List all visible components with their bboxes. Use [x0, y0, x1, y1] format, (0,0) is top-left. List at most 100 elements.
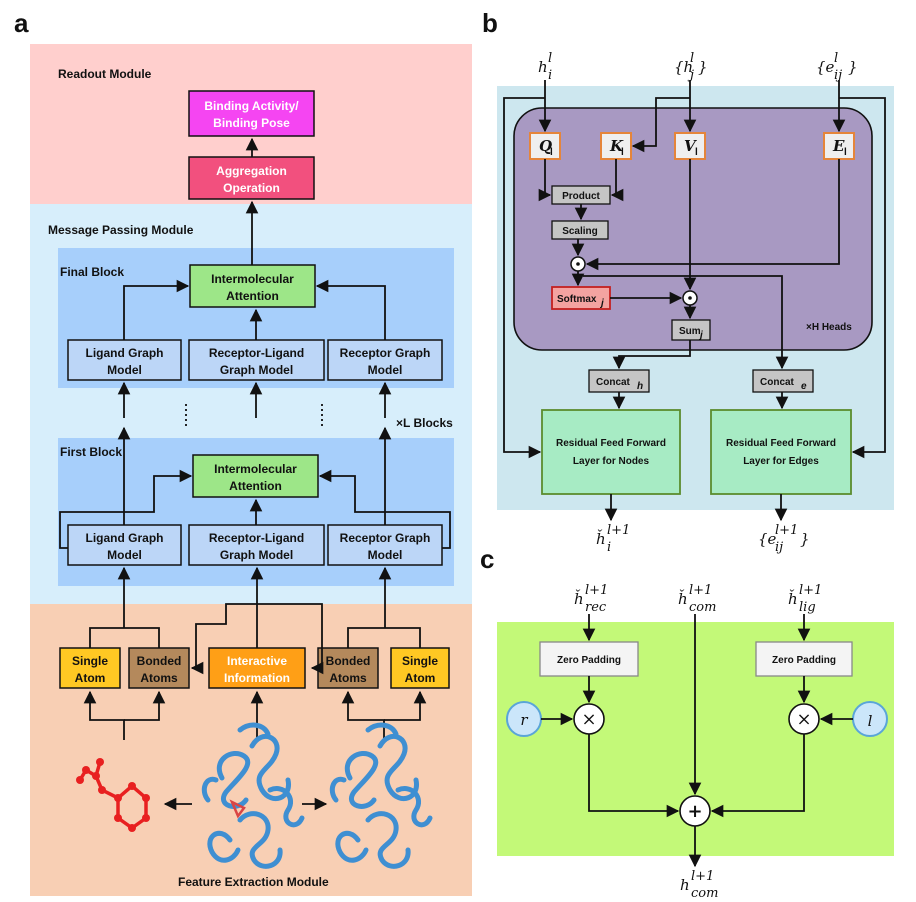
value-symbol: V [684, 137, 697, 155]
bonded-atoms-right-box: Bonded Atoms [317, 647, 379, 689]
heads-count-label: ×H Heads [806, 322, 852, 333]
protein-ligand-complex-image [201, 722, 305, 869]
concat-h-subscript: h [637, 381, 643, 392]
h-com-superscript: l+1 [689, 583, 712, 598]
bonded-atoms-right-line1: Bonded [326, 654, 371, 668]
hadamard-product-node-2 [682, 290, 698, 306]
interactive-information-box: Interactive Information [208, 647, 306, 689]
panel-label-b: b [482, 8, 498, 38]
bonded-atoms-right-line2: Atoms [329, 671, 367, 685]
output-h-subscript: i [607, 540, 611, 555]
binding-activity-box: Binding Activity/ Binding Pose [188, 90, 315, 137]
single-atom-right-box: Single Atom [390, 647, 450, 689]
concat-h-label: Concat [596, 377, 631, 388]
first-ligand-line1: Ligand Graph [86, 531, 164, 545]
zero-padding-ligand-box: Zero Padding [755, 641, 853, 677]
panel-label-c: c [480, 544, 494, 574]
final-receptor-ligand-line1: Receptor-Ligand [209, 346, 304, 360]
sum-subscript: j [698, 330, 703, 341]
scaling-label: Scaling [562, 226, 598, 237]
input-h-lig-label: ȟ l+1 lig [788, 583, 822, 615]
final-receptor-graph-model-box: Receptor Graph Model [327, 339, 443, 381]
final-receptor-line2: Model [368, 363, 403, 377]
first-attention-line1: Intermolecular [214, 462, 297, 476]
key-subscript: l [621, 147, 624, 158]
output-h-label: ȟ l+1 i [596, 523, 630, 555]
bonded-atoms-left-line1: Bonded [137, 654, 182, 668]
h-out-subscript: com [691, 886, 718, 901]
value-subscript: l [695, 147, 698, 158]
zero-padding-ligand-label: Zero Padding [772, 655, 836, 666]
input-e-subscript: ij [834, 68, 842, 83]
key-box: K l [600, 132, 632, 160]
concat-heads-nodes-box: Concat h [588, 369, 650, 393]
bonded-atoms-left-box: Bonded Atoms [128, 647, 190, 689]
single-atom-right-line2: Atom [405, 671, 436, 685]
first-ligand-graph-model-box: Ligand Graph Model [67, 524, 182, 566]
r-scalar-node: r [506, 701, 542, 737]
panel-label-a: a [14, 8, 29, 38]
residual-ffn-edges-box: Residual Feed Forward Layer for Edges [710, 409, 852, 495]
output-e-close: } [800, 530, 810, 548]
r-symbol: r [520, 711, 528, 729]
first-receptor-line1: Receptor Graph [340, 531, 431, 545]
first-receptor-line2: Model [368, 548, 403, 562]
ffn-nodes-line2: Layer for Nodes [573, 456, 650, 467]
h-rec-symbol: ȟ [574, 589, 584, 608]
first-receptor-ligand-graph-model-box: Receptor-Ligand Graph Model [188, 524, 325, 566]
output-h-com-label: h l+1 com [680, 869, 718, 901]
final-ligand-line2: Model [107, 363, 142, 377]
ffn-edges-line1: Residual Feed Forward [726, 438, 836, 449]
final-receptor-line1: Receptor Graph [340, 346, 431, 360]
readout-module-title: Readout Module [58, 67, 152, 81]
concat-e-label: Concat [760, 377, 795, 388]
first-receptor-graph-model-box: Receptor Graph Model [327, 524, 443, 566]
input-h-symbol: h [538, 58, 548, 76]
softmax-label: Softmax [557, 294, 597, 305]
h-rec-superscript: l+1 [585, 583, 608, 598]
softmax-box: Softmax j [551, 286, 611, 310]
output-h-symbol: ȟ [596, 529, 606, 548]
single-atom-left-box: Single Atom [59, 647, 121, 689]
output-e-subscript: ij [775, 540, 783, 555]
h-lig-symbol: ȟ [788, 589, 798, 608]
first-attention-line2: Attention [229, 479, 282, 493]
hadamard-product-node-1 [570, 256, 586, 272]
ffn-nodes-line1: Residual Feed Forward [556, 438, 666, 449]
output-e-open: {e [758, 530, 777, 548]
input-h-rec-label: ȟ l+1 rec [574, 583, 608, 615]
multiply-ligand-symbol: × [796, 709, 811, 730]
final-ligand-line1: Ligand Graph [86, 346, 164, 360]
input-e-ij-set-label: {e l ij } [816, 51, 858, 83]
zero-padding-receptor-box: Zero Padding [539, 641, 639, 677]
blocks-repeat-label: ×L Blocks [396, 416, 453, 430]
input-hj-close: } [698, 58, 708, 76]
final-receptor-ligand-graph-model-box: Receptor-Ligand Graph Model [188, 339, 325, 381]
input-hj-open: {h [674, 58, 693, 76]
product-box: Product [551, 185, 611, 205]
first-intermolecular-attention-box: Intermolecular Attention [192, 454, 319, 498]
final-receptor-ligand-line2: Graph Model [220, 363, 293, 377]
receptor-protein-image [329, 722, 433, 869]
sum-symbol: + [687, 801, 702, 822]
input-h-i-label: h l i [538, 51, 552, 83]
h-com-symbol: ȟ [678, 589, 688, 608]
h-out-superscript: l+1 [691, 869, 714, 884]
input-h-com-label: ȟ l+1 com [678, 583, 716, 615]
h-lig-subscript: lig [799, 600, 816, 615]
interactive-line1: Interactive [227, 654, 287, 668]
edge-projection-symbol: E [832, 137, 845, 155]
aggregation-operation-box: Aggregation Operation [188, 156, 315, 200]
concat-e-subscript: e [801, 381, 807, 392]
multiply-receptor-symbol: × [581, 709, 596, 730]
input-h-superscript: l [548, 51, 552, 66]
sum-node: + [679, 795, 711, 827]
bonded-atoms-left-line2: Atoms [140, 671, 178, 685]
h-rec-subscript: rec [585, 600, 607, 615]
binding-activity-line1: Binding Activity/ [204, 99, 299, 113]
sum-box: Sum j [671, 319, 711, 341]
aggregation-line1: Aggregation [216, 164, 287, 178]
h-lig-superscript: l+1 [799, 583, 822, 598]
final-ligand-graph-model-box: Ligand Graph Model [67, 339, 182, 381]
